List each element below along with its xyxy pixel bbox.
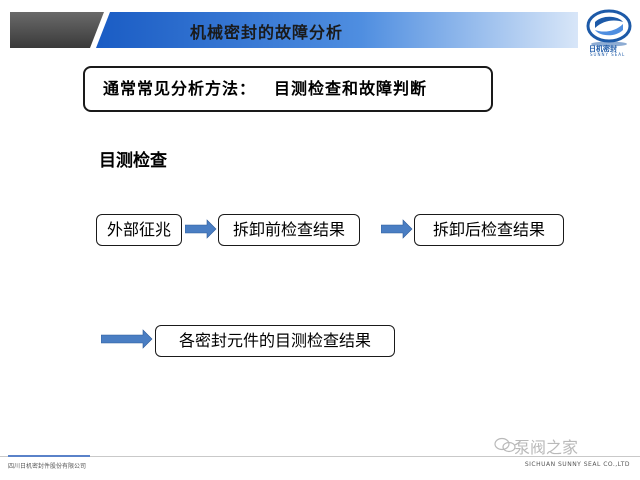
method-box: 通常常见分析方法： 目测检查和故障判断 <box>83 66 493 112</box>
flow-box-pre-disassembly: 拆卸前检查结果 <box>218 214 360 246</box>
arrow-right-icon <box>185 219 217 239</box>
footer-company-cn: 四川日机密封件股份有限公司 <box>8 463 87 470</box>
flow-box-seal-components: 各密封元件的目测检查结果 <box>155 325 395 357</box>
footer-divider <box>0 456 640 457</box>
footer-company-en: SICHUAN SUNNY SEAL CO.,LTD <box>524 461 630 468</box>
section-heading: 目测检查 <box>99 151 167 171</box>
logo-subtext: SUNNY SEAL <box>590 52 626 57</box>
arrow-right-icon <box>101 329 153 349</box>
company-logo-icon <box>586 9 632 47</box>
footer-accent <box>8 455 90 457</box>
method-value: 目测检查和故障判断 <box>274 79 428 98</box>
arrow-right-icon <box>381 219 413 239</box>
method-label: 通常常见分析方法： <box>103 79 257 98</box>
wechat-icon <box>494 437 516 453</box>
flow-box-external-signs: 外部征兆 <box>96 214 182 246</box>
flow-box-post-disassembly: 拆卸后检查结果 <box>414 214 564 246</box>
logo-text: 日机密封 <box>589 45 617 53</box>
watermark-text: 泵阀之家 <box>514 438 579 457</box>
header-banner <box>10 12 578 48</box>
slide-title: 机械密封的故障分析 <box>190 23 344 42</box>
